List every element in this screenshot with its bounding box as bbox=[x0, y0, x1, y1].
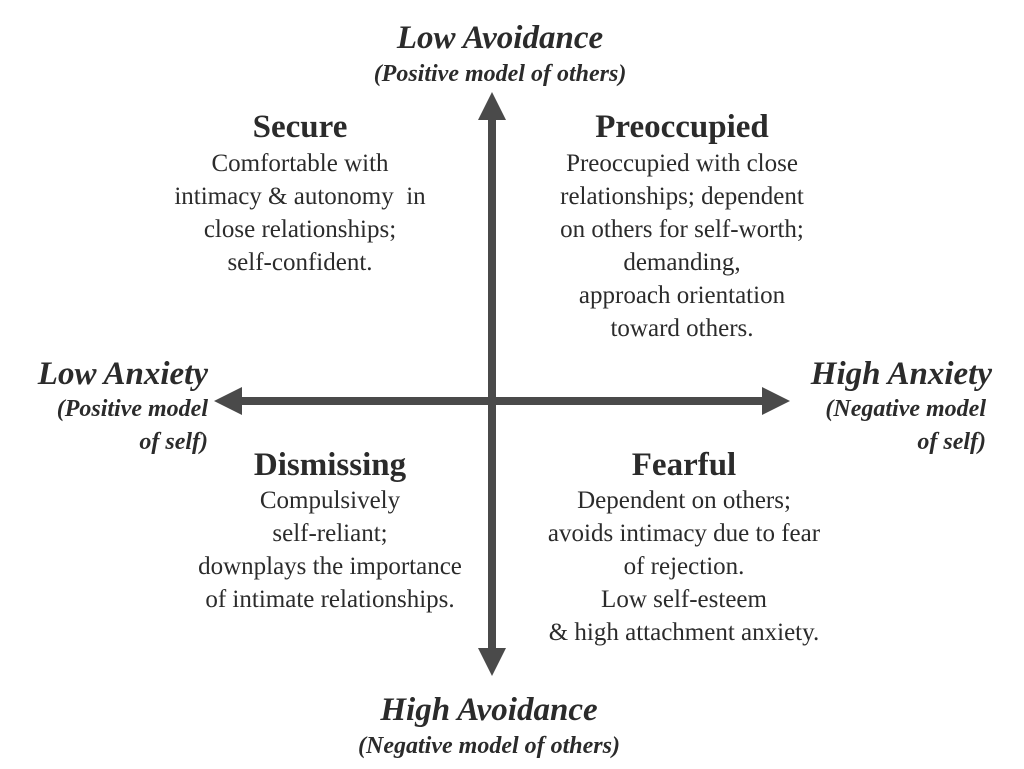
right-axis-title: High Anxiety bbox=[810, 356, 992, 392]
preoccupied-line-4: demanding, bbox=[623, 249, 741, 276]
right-axis-subtitle-line-2: of self) bbox=[917, 429, 986, 455]
right-axis-subtitle-line-1: (Negative model bbox=[825, 396, 986, 422]
preoccupied-line-3: on others for self-worth; bbox=[560, 216, 804, 243]
dismissing-line-1: Compulsively bbox=[259, 487, 401, 514]
fearful-title: Fearful bbox=[631, 447, 737, 483]
left-arrowhead bbox=[214, 387, 242, 415]
dismissing-description: Compulsively self-reliant; downplays the… bbox=[150, 484, 510, 616]
secure-title: Secure bbox=[252, 109, 348, 145]
fearful-line-2: avoids intimacy due to fear bbox=[547, 520, 821, 547]
preoccupied-line-5: approach orientation bbox=[578, 282, 786, 309]
secure-line-4: self-confident. bbox=[227, 249, 373, 276]
top-axis-subtitle: (Positive model of others) bbox=[373, 61, 627, 87]
secure-line-3: close relationships; bbox=[203, 216, 397, 243]
top-axis-title: Low Avoidance bbox=[396, 20, 604, 56]
fearful-line-3: of rejection. bbox=[623, 553, 745, 580]
fearful-line-4: Low self-esteem bbox=[601, 586, 767, 613]
left-axis-subtitle-line-2: of self) bbox=[139, 429, 208, 455]
preoccupied-title: Preoccupied bbox=[595, 109, 769, 145]
right-arrowhead bbox=[762, 387, 790, 415]
dismissing-line-2: self-reliant; bbox=[272, 520, 388, 547]
dismissing-line-4: of intimate relationships. bbox=[205, 586, 455, 613]
preoccupied-line-1: Preoccupied with close bbox=[566, 150, 798, 177]
bottom-axis-title: High Avoidance bbox=[380, 692, 598, 728]
left-axis-subtitle-line-1: (Positive model bbox=[56, 396, 208, 422]
left-axis-title: Low Anxiety bbox=[37, 356, 208, 392]
fearful-description: Dependent on others; avoids intimacy due… bbox=[504, 484, 864, 649]
preoccupied-line-6: toward others. bbox=[610, 315, 754, 342]
secure-line-1: Comfortable with bbox=[211, 150, 389, 177]
secure-line-2: intimacy & autonomy in bbox=[174, 183, 426, 210]
secure-description: Comfortable with intimacy & autonomy in … bbox=[140, 147, 460, 279]
dismissing-line-3: downplays the importance bbox=[198, 553, 462, 580]
fearful-line-1: Dependent on others; bbox=[577, 487, 791, 514]
bottom-axis-subtitle: (Negative model of others) bbox=[358, 733, 620, 759]
dismissing-title: Dismissing bbox=[253, 447, 407, 483]
preoccupied-line-2: relationships; dependent bbox=[560, 183, 804, 210]
fearful-line-5: & high attachment anxiety. bbox=[548, 619, 820, 646]
preoccupied-description: Preoccupied with close relationships; de… bbox=[512, 147, 852, 345]
up-arrowhead bbox=[478, 92, 506, 120]
down-arrowhead bbox=[478, 648, 506, 676]
